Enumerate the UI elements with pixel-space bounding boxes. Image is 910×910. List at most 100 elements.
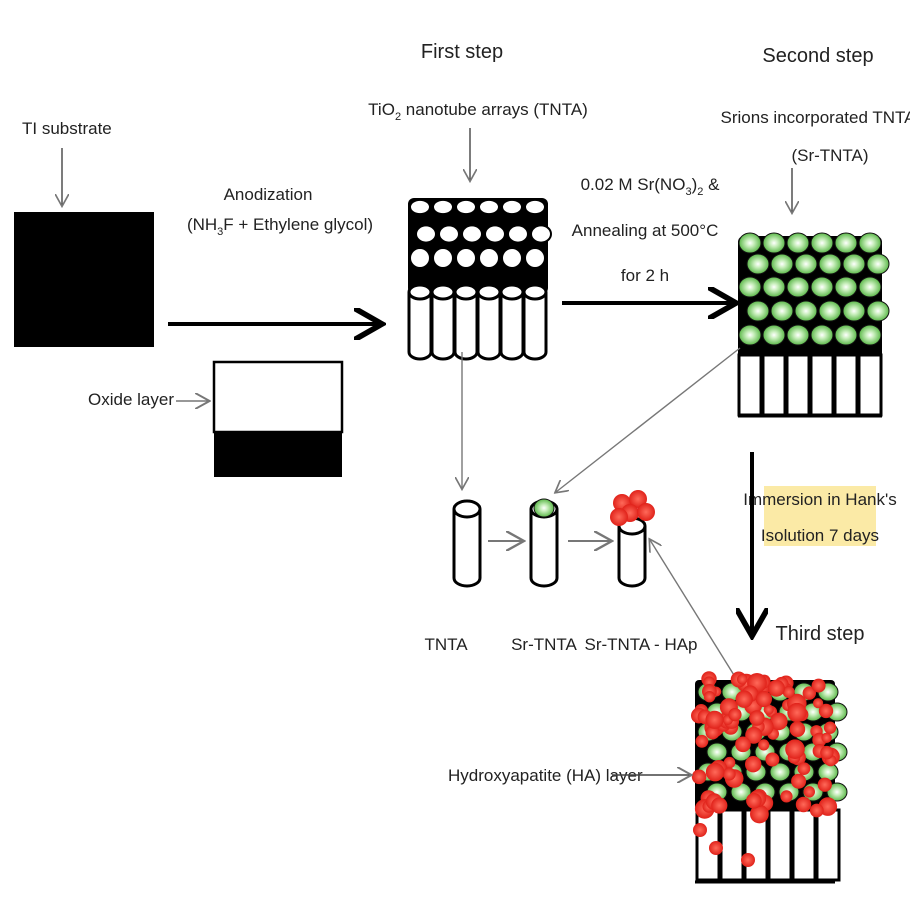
- strontium-particle: [786, 232, 810, 254]
- ha-deposit: [722, 767, 736, 781]
- strontium-particle: [818, 253, 842, 275]
- tnta-array: [407, 198, 552, 361]
- ha-sr-particle: [769, 762, 791, 782]
- strontium-particle: [866, 253, 890, 275]
- nanotube-opening: [455, 247, 477, 269]
- single-hap-particle: [610, 508, 628, 526]
- second-step-label: Second step: [762, 45, 873, 67]
- ha-deposit: [803, 786, 815, 798]
- treatment-line1: 0.02 M Sr(NO3)2 &: [581, 175, 721, 198]
- sr-nanotube-body: [857, 353, 883, 417]
- ha-deposit: [789, 721, 806, 737]
- anodization-label: Anodization: [224, 185, 313, 204]
- ha-array: [691, 671, 848, 884]
- ha-deposit: [770, 712, 788, 731]
- ha-sr-particle: [817, 762, 839, 782]
- ha-deposit: [728, 708, 742, 722]
- nanotube-opening: [478, 247, 500, 269]
- ha-deposit: [691, 769, 707, 785]
- electrolyte-label: (NH3F + Ethylene glycol): [187, 215, 373, 238]
- nanotube-opening: [507, 224, 529, 244]
- zoom-pointer-sr-tnta: [556, 347, 741, 492]
- ha-deposit: [711, 797, 728, 814]
- strontium-particle: [858, 324, 882, 346]
- ha-deposit: [797, 762, 811, 775]
- nanotube-opening: [409, 198, 431, 216]
- ha-deposit: [709, 841, 723, 855]
- single-tnta-tube: [452, 499, 482, 588]
- oxide-layer-label: Oxide layer: [88, 390, 174, 409]
- ha-deposit: [755, 690, 773, 708]
- ha-deposit: [809, 803, 824, 818]
- ha-deposit: [767, 679, 785, 697]
- nanotube-opening: [432, 198, 454, 216]
- ha-deposit: [703, 691, 716, 703]
- immersion-highlight: [764, 486, 876, 546]
- ha-deposit: [780, 790, 793, 803]
- sr-tnta-label-line1: Srions incorporated TNTA: [721, 108, 910, 127]
- ha-nanotube-body: [719, 808, 745, 882]
- strontium-particle: [842, 253, 866, 275]
- immersion-line1: Immersion in Hank's: [743, 490, 896, 509]
- strontium-particle: [746, 253, 770, 275]
- nanotube-opening: [524, 247, 546, 269]
- nanotube: [499, 283, 525, 361]
- nanotube-opening: [432, 247, 454, 269]
- third-step-label: Third step: [776, 623, 865, 645]
- nanotube-opening: [501, 247, 523, 269]
- ha-deposit: [735, 690, 753, 708]
- nanotube-opening: [415, 224, 437, 244]
- ha-layer-label: Hydroxyapatite (HA) layer: [448, 766, 643, 785]
- nanotube: [476, 283, 502, 361]
- tnta-array-label: TiO2 nanotube arrays (TNTA): [368, 100, 588, 123]
- single-tube-sequence: [452, 490, 655, 588]
- ha-sr-particle: [826, 782, 848, 802]
- strontium-particle: [762, 232, 786, 254]
- strontium-particle: [762, 276, 786, 298]
- zoom-pointer-hap: [650, 540, 743, 689]
- single-hap-tube: [617, 516, 647, 588]
- ha-deposit: [705, 725, 720, 740]
- ha-deposit: [705, 710, 724, 729]
- ha-deposit: [763, 704, 774, 715]
- nanotube: [407, 283, 433, 361]
- nanotube: [453, 283, 479, 361]
- strontium-particle: [738, 276, 762, 298]
- single-sr-tnta-hap-label: Sr-TNTA - HAp: [584, 635, 697, 654]
- ha-deposit: [693, 823, 707, 837]
- remaining-substrate-block: [214, 432, 342, 477]
- tnta-array-backing: [408, 198, 548, 294]
- treatment-line3: for 2 h: [621, 266, 669, 285]
- treatment-line2: Annealing at 500°C: [572, 221, 719, 240]
- sr-nanotube-body: [809, 353, 835, 417]
- ha-deposit: [745, 756, 762, 773]
- nanotube-opening: [409, 247, 431, 269]
- strontium-particle: [738, 232, 762, 254]
- strontium-particle: [858, 232, 882, 254]
- oxide-layer-block: [212, 360, 344, 434]
- ha-deposit: [758, 739, 770, 751]
- ha-deposit: [749, 710, 765, 726]
- nanotube: [522, 283, 548, 361]
- ha-deposit: [765, 752, 780, 767]
- nanotube-opening: [478, 198, 500, 216]
- sr-tnta-array: [737, 232, 890, 418]
- strontium-particle: [818, 300, 842, 322]
- ha-deposit: [811, 678, 826, 693]
- ha-deposit: [745, 726, 763, 744]
- first-step-label: First step: [421, 41, 503, 63]
- strontium-particle: [858, 276, 882, 298]
- ha-deposit: [813, 698, 824, 709]
- ti-substrate-label: TI substrate: [22, 119, 112, 138]
- strontium-particle: [762, 324, 786, 346]
- nanotube: [430, 283, 456, 361]
- nanotube-opening: [461, 224, 483, 244]
- ha-nanotube-body: [815, 808, 841, 882]
- ha-deposit: [705, 762, 725, 782]
- nanotube-opening: [484, 224, 506, 244]
- ha-nanotube-body: [791, 808, 817, 882]
- ha-deposit: [795, 796, 812, 813]
- ha-deposit: [821, 732, 832, 743]
- strontium-particle: [810, 232, 834, 254]
- strontium-particle: [770, 253, 794, 275]
